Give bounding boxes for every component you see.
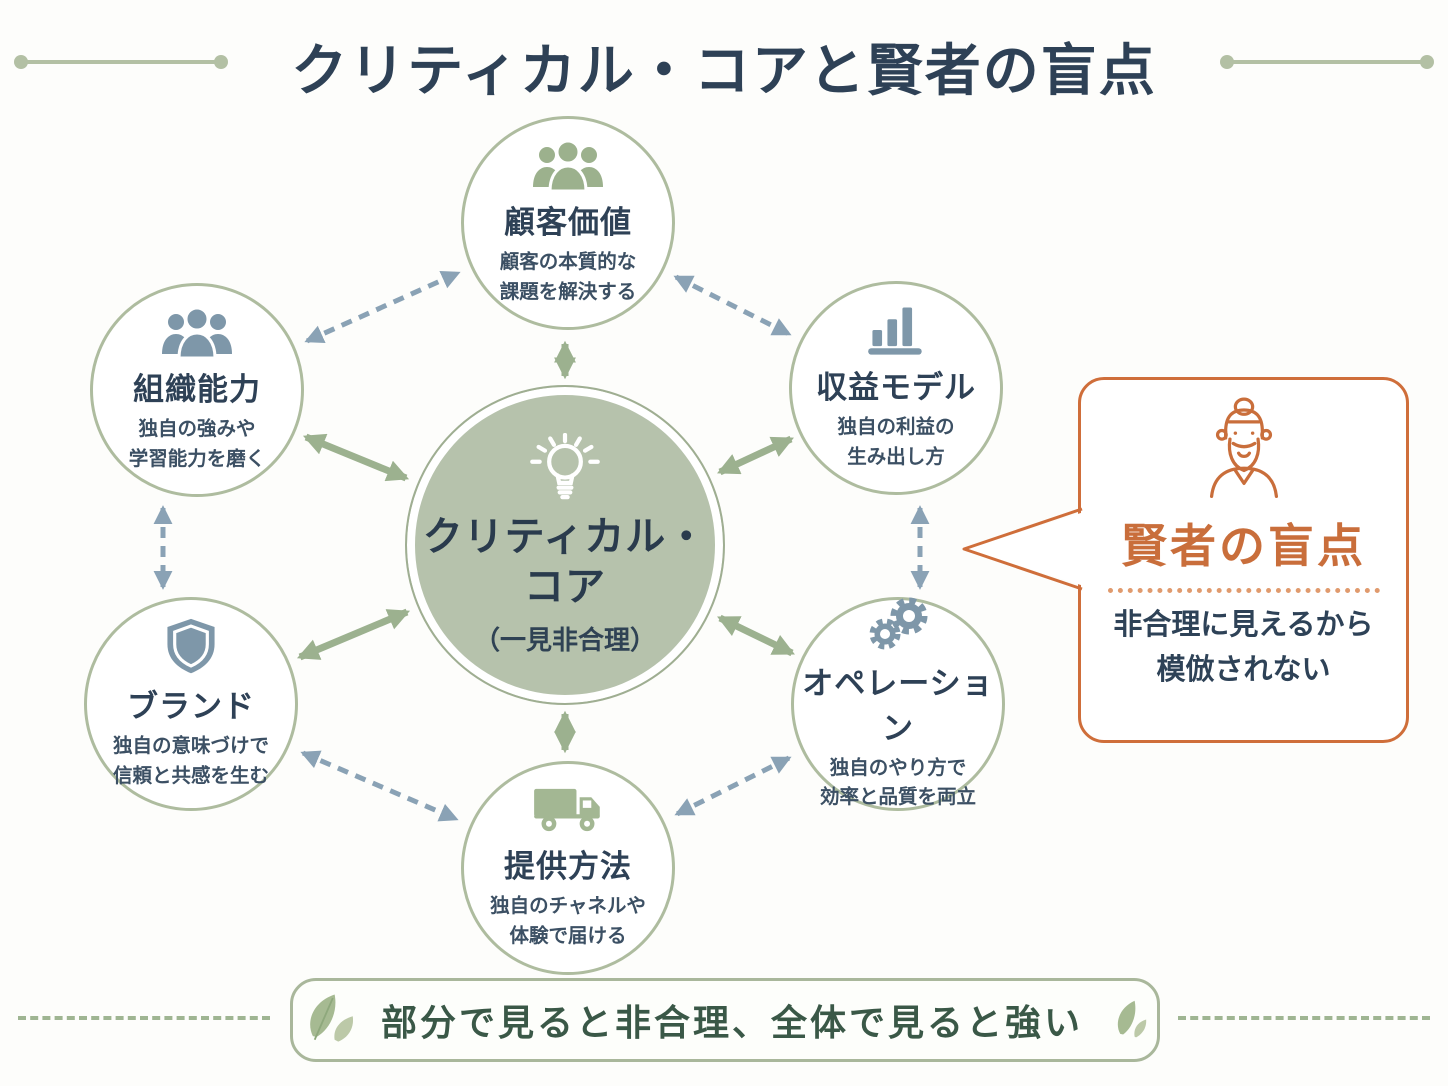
people-group-icon xyxy=(532,139,604,193)
arrow-center-brand xyxy=(296,608,411,661)
footer-text: 部分で見ると非合理、全体で見ると強い xyxy=(380,1002,1083,1043)
arrow-center-revenue-model xyxy=(717,435,794,476)
callout-title: 賢者の盲点 xyxy=(1121,520,1366,572)
node-title: 提供方法 xyxy=(504,849,632,885)
callout-sage-blind-spot: 賢者の盲点 非合理に見えるから 模倣されない xyxy=(1078,377,1409,743)
arrow-customer-revenue xyxy=(673,274,792,337)
node-desc: 独自の意味づけで 信頼と共感を生む xyxy=(112,735,269,787)
node-organizational-capability: 組織能力 独自の強みや 学習能力を磨く xyxy=(90,283,304,497)
node-operation: オペレーション 独自のやり方で 効率と品質を両立 xyxy=(791,597,1005,811)
arrow-center-operation xyxy=(717,614,795,657)
node-desc: 独自のチャネルや 体験で届ける xyxy=(490,895,646,947)
lightbulb-icon xyxy=(527,432,603,506)
node-delivery-method: 提供方法 独自のチャネルや 体験で届ける xyxy=(461,761,675,975)
node-title: 収益モデル xyxy=(816,370,976,406)
arrow-center-organizational-capability xyxy=(302,433,410,482)
footer-dashed-line-left xyxy=(18,1016,270,1020)
node-customer-value: 顧客価値 顧客の本質的な 課題を解決する xyxy=(461,116,675,330)
node-title: ブランド xyxy=(127,689,255,725)
title-decor-line-left xyxy=(14,55,228,69)
node-title: 組織能力 xyxy=(133,372,261,408)
callout-body: 非合理に見えるから 模倣されない xyxy=(1113,609,1374,686)
gears-icon xyxy=(865,596,931,652)
page-title: クリティカル・コアと賢者の盲点 xyxy=(291,39,1157,102)
arrow-operation-delivery xyxy=(674,755,792,817)
node-revenue-model: 収益モデル 独自の利益の 生み出し方 xyxy=(789,281,1003,495)
footer-banner: 部分で見ると非合理、全体で見ると強い xyxy=(290,978,1160,1062)
footer-dashed-line-right xyxy=(1178,1016,1430,1020)
node-title: 顧客価値 xyxy=(504,205,632,241)
center-node-title: クリティカル・ コア xyxy=(422,515,708,609)
node-desc: 顧客の本質的な 課題を解決する xyxy=(499,251,637,303)
callout-tail xyxy=(962,507,1084,591)
people-group-icon xyxy=(161,306,233,360)
arrow-organizational-customer xyxy=(304,270,461,344)
leaf-sprig-icon xyxy=(301,989,361,1052)
leaf-sprig-icon xyxy=(1103,994,1149,1047)
node-desc: 独自のやり方で 効率と品質を両立 xyxy=(819,756,976,808)
center-node-subtitle: （一見非合理） xyxy=(473,625,656,655)
node-title: オペレーション xyxy=(802,665,994,746)
bar-chart-icon xyxy=(866,304,926,356)
node-desc: 独自の利益の 生み出し方 xyxy=(837,416,955,468)
dotted-divider xyxy=(1107,588,1380,593)
arrow-brand-delivery xyxy=(300,750,459,822)
truck-icon xyxy=(532,785,604,835)
shield-icon xyxy=(162,617,220,675)
title-decor-line-right xyxy=(1220,55,1434,69)
center-node-critical-core: クリティカル・ コア （一見非合理） xyxy=(405,385,725,705)
node-brand: ブランド 独自の意味づけで 信頼と共感を生む xyxy=(84,597,298,811)
node-desc: 独自の強みや 学習能力を磨く xyxy=(128,418,266,470)
sage-icon xyxy=(1190,396,1298,506)
